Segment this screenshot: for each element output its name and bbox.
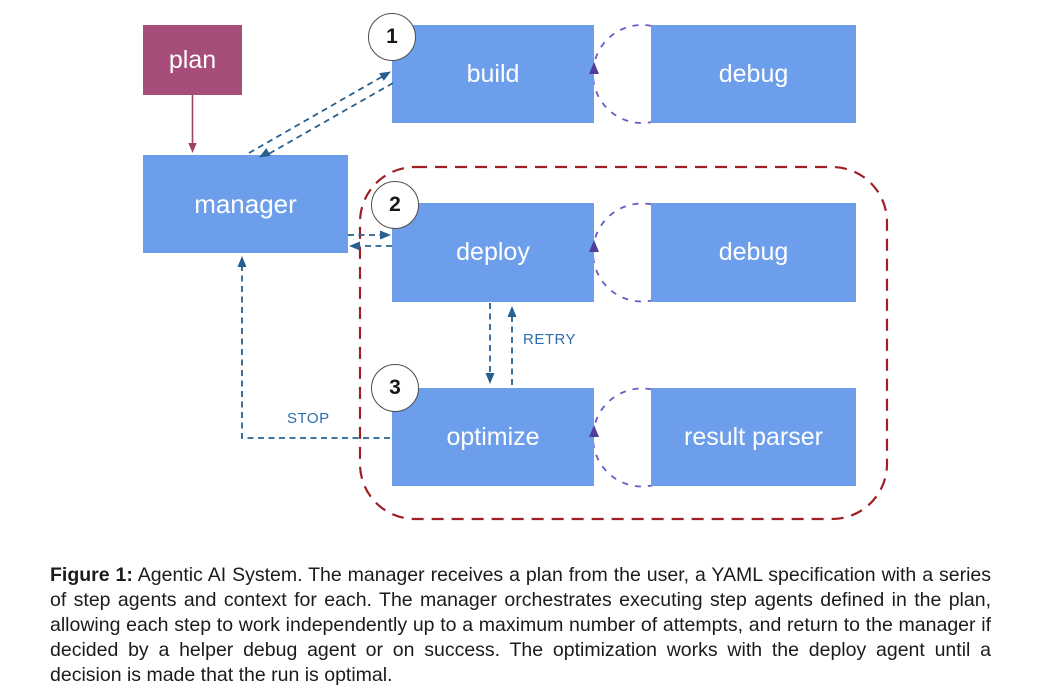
debug-node-1-label: debug [718,59,789,88]
plan-node: plan [143,25,242,95]
step-1-badge: 1 [368,13,416,61]
plan-node-label: plan [168,45,217,74]
step-2-number: 2 [389,193,401,216]
figure-caption-label: Figure 1: [50,563,133,586]
build-node: build [392,25,594,123]
optimize-node: optimize [392,388,594,486]
deploy-node: deploy [392,203,594,302]
figure-caption: Figure 1: Agentic AI System. The manager… [50,563,991,688]
step-3-number: 3 [389,376,401,399]
plan-to-manager-arrow [188,95,197,153]
build-to-manager-arrow [264,82,394,157]
manager-node-label: manager [194,188,297,219]
debug-node-2-label: debug [718,238,789,266]
build-node-label: build [466,59,520,88]
stop-label: STOP [287,410,330,427]
step-3-badge: 3 [371,364,419,412]
optimize-node-label: optimize [446,422,540,451]
result-parser-node: result parser [651,388,856,486]
manager-to-build-arrow [248,74,386,154]
figure-caption-text: Agentic AI System. The manager receives … [50,563,992,686]
step-2-badge: 2 [371,181,419,229]
manager-node: manager [143,155,348,253]
debug-node-2: debug [651,203,856,302]
step-1-number: 1 [386,25,398,48]
deploy-node-label: deploy [456,238,530,266]
result-parser-node-label: result parser [684,422,823,451]
debug-node-1: debug [651,25,856,123]
retry-label: RETRY [523,331,577,348]
